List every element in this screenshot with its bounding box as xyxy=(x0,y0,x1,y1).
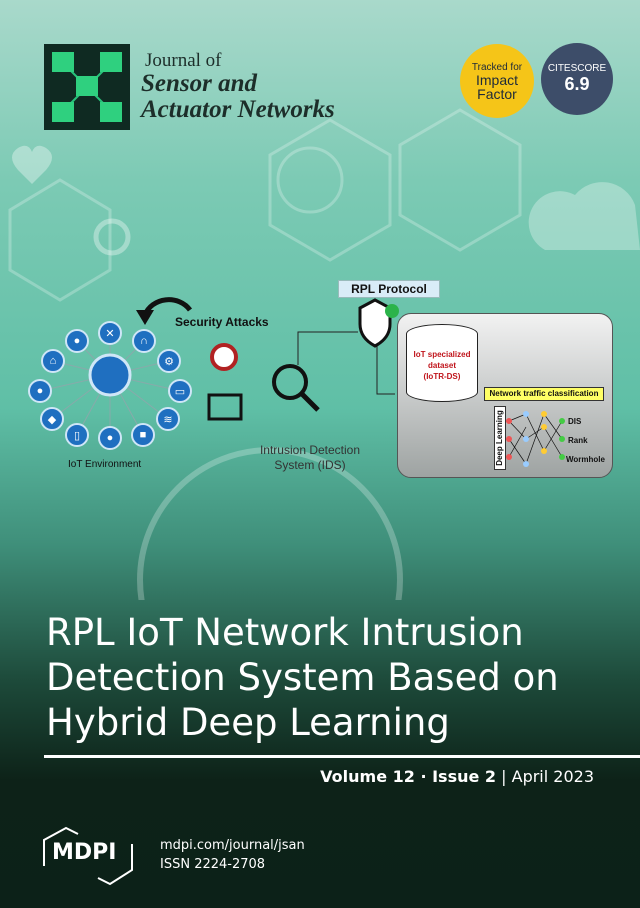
check-icon xyxy=(385,304,399,318)
heart-icon xyxy=(12,145,52,184)
microphone-icon: ● xyxy=(65,329,89,353)
impact-line2: Impact xyxy=(475,71,518,88)
dataset-line2: dataset xyxy=(427,361,456,370)
bug-monitor-icon xyxy=(207,393,243,421)
diagram-lines xyxy=(39,297,549,438)
impact-line1: Tracked for xyxy=(471,61,523,73)
cloud-icon xyxy=(528,182,640,250)
gear-icon: ⚙ xyxy=(157,349,181,373)
classification-label: Network traffic classification xyxy=(484,387,604,401)
graphical-abstract: ✕ ● ∩ ⌂ ⚙ ● ▭ ◆ ≋ ▯ ● ■ IoT Environment … xyxy=(0,270,640,490)
article-title: RPL IoT Network Intrusion Detection Syst… xyxy=(46,610,559,745)
output-rank: Rank xyxy=(568,436,588,445)
dataset-line3: (IoTR-DS) xyxy=(423,372,461,381)
citescore-label: CITESCORE xyxy=(547,63,607,74)
divider xyxy=(44,755,640,758)
classification-panel: IoT specialized dataset (IoTR-DS) Networ… xyxy=(397,313,613,478)
user-icon: ● xyxy=(98,426,122,450)
tablet-icon: ■ xyxy=(131,423,155,447)
impact-factor-badge: Tracked for Impact Factor xyxy=(460,44,534,118)
malware-icon xyxy=(210,343,238,371)
phone-icon: ▯ xyxy=(65,423,89,447)
volume-issue: Volume 12 · Issue 2 xyxy=(320,767,497,786)
ids-line1: Intrusion Detection xyxy=(259,443,361,457)
monitor-icon: ▭ xyxy=(168,379,192,403)
citescore-value: 6.9 xyxy=(564,74,590,94)
dataset-line1: IoT specialized xyxy=(413,350,471,359)
magnifier-bug-icon xyxy=(272,364,308,400)
mdpi-logo-text: MDPI xyxy=(52,840,117,865)
citescore-badge: CITESCORE 6.9 xyxy=(541,43,613,115)
journal-logo xyxy=(44,44,130,130)
separator: | xyxy=(501,767,507,786)
title-line3: Hybrid Deep Learning xyxy=(46,701,450,744)
neural-network-icon xyxy=(506,411,565,467)
refresh-icon xyxy=(93,218,131,256)
dataset-cylinder: IoT specialized dataset (IoTR-DS) xyxy=(406,324,478,402)
background-decoration xyxy=(0,0,640,600)
impact-line3: Factor xyxy=(477,85,517,102)
journal-name-line2: Sensor and xyxy=(141,70,258,97)
output-wormhole: Wormhole xyxy=(566,455,605,464)
journal-name-line3: Actuator Networks xyxy=(141,96,335,123)
security-attacks-label: Security Attacks xyxy=(175,315,269,329)
title-line1: RPL IoT Network Intrusion xyxy=(46,611,524,654)
wifi-icon: ≋ xyxy=(156,407,180,431)
tools-icon: ✕ xyxy=(98,321,122,345)
issue-info: Volume 12 · Issue 2 | April 2023 xyxy=(320,767,594,786)
journal-url[interactable]: mdpi.com/journal/jsan xyxy=(160,838,305,853)
journal-name-line1: Journal of xyxy=(145,50,222,71)
home-icon: ⌂ xyxy=(41,349,65,373)
deep-learning-label: Deep Learning xyxy=(494,406,506,470)
output-dis: DIS xyxy=(568,417,582,426)
issue-date: April 2023 xyxy=(511,767,594,786)
shield-lock-icon xyxy=(358,298,392,348)
gamepad-icon: ◆ xyxy=(40,407,64,431)
title-line2: Detection System Based on xyxy=(46,656,559,699)
ids-label: Intrusion Detection System (IDS) xyxy=(255,443,365,473)
bulb-icon: ● xyxy=(28,379,52,403)
ids-line2: System (IDS) xyxy=(274,458,346,472)
mdpi-logo xyxy=(43,826,133,886)
issn: ISSN 2224-2708 xyxy=(160,857,266,872)
rpl-protocol-label: RPL Protocol xyxy=(338,280,440,298)
headphones-icon: ∩ xyxy=(132,329,156,353)
iot-environment-label: IoT Environment xyxy=(68,459,142,470)
